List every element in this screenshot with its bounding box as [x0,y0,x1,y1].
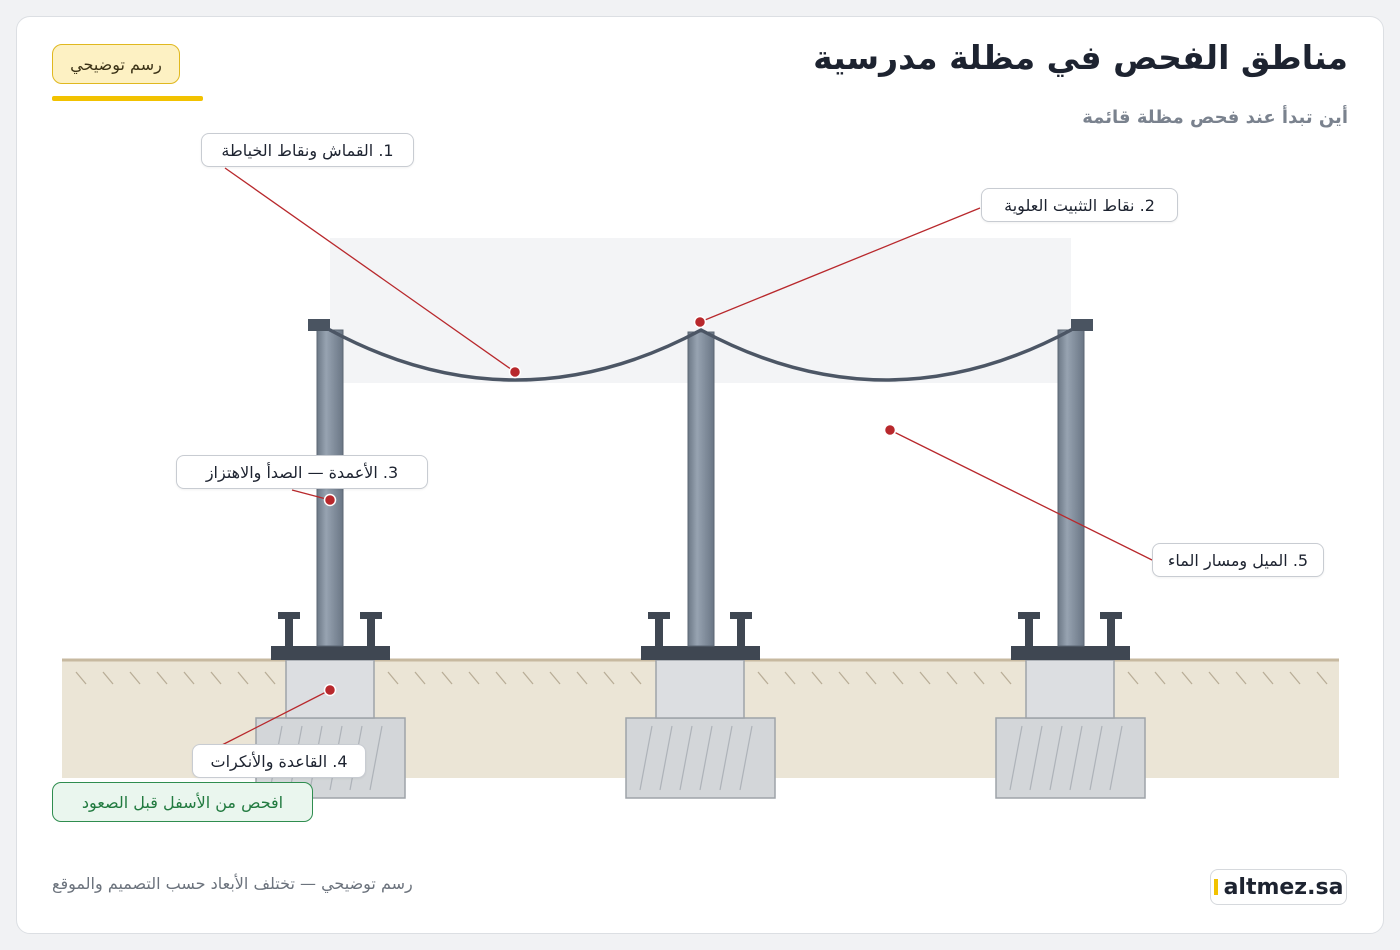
marker-slope [883,423,897,437]
marker-columns [323,493,337,507]
column-right [1057,319,1093,647]
brand-logo[interactable]: altmez.sa [1210,869,1347,905]
marker-base [323,683,337,697]
column-middle [687,331,715,647]
base-plate-right [1011,612,1130,660]
base-plate-middle [641,612,760,660]
inspection-tip-note: افحص من الأسفل قبل الصعود [52,782,313,822]
badge-underline [52,96,203,101]
callout-fabric: 1. القماش ونقاط الخياطة [201,133,414,167]
ground-hatch [75,671,1328,685]
callout-columns: 3. الأعمدة — الصدأ والاهتزاز [176,455,428,489]
fabric-edge-cable [328,328,1073,382]
page-title: مناطق الفحص في مظلة مدرسية [813,38,1348,77]
marker-top-fixings [693,315,707,329]
callout-slope: 5. الميل ومسار الماء [1152,543,1324,577]
footing-right [995,659,1146,799]
base-plate-left [271,612,390,660]
logo-mark-icon [1213,879,1218,895]
leader-lines [221,167,1153,746]
marker-fabric [508,365,522,379]
callout-base: 4. القاعدة والأنكرات [192,744,366,778]
logo-text: altmez.sa [1223,874,1344,900]
footer-disclaimer: رسم توضيحي — تختلف الأبعاد حسب التصميم و… [52,874,413,893]
footing-middle [625,659,776,799]
illustration-badge: رسم توضيحي [52,44,180,84]
callout-top-fixings: 2. نقاط التثبيت العلوية [981,188,1178,222]
page-subtitle: أين تبدأ عند فحص مظلة قائمة [1082,107,1348,128]
